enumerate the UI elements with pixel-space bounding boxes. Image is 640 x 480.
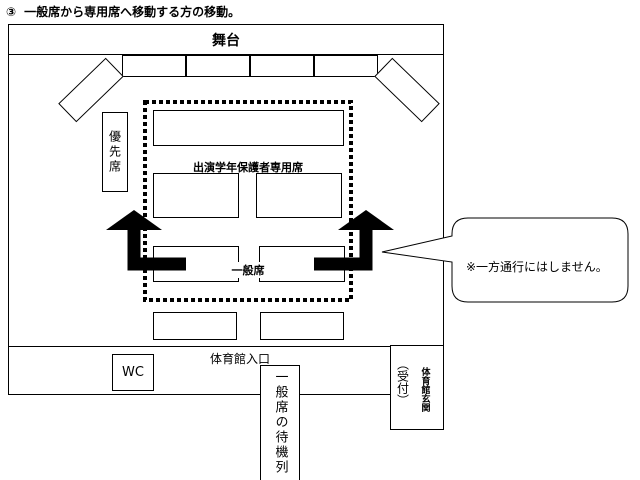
priority-seat: 優先席 xyxy=(102,112,128,192)
stage-front-block xyxy=(314,55,378,77)
stage-front-block xyxy=(186,55,250,77)
page-title: ③ 一般席から専用席へ移動する方の移動。 xyxy=(6,3,240,20)
stage-front-block xyxy=(250,55,314,77)
title-number: ③ xyxy=(6,5,17,19)
rear-seat-block xyxy=(260,312,344,340)
right-flow-arrow-shaft xyxy=(314,226,373,271)
callout-bubble xyxy=(381,217,629,303)
rear-seat-block xyxy=(153,312,237,340)
stage-label: 舞台 xyxy=(212,32,240,49)
reception-label: （受付） xyxy=(395,358,410,406)
general-queue: 一般席の待機列 xyxy=(260,365,300,480)
stage: 舞台 xyxy=(8,24,444,55)
callout-text: ※一方通行にはしません。 xyxy=(466,260,608,274)
general-seats-label: 一般席 xyxy=(218,262,278,278)
priority-seat-label: 優先席 xyxy=(107,129,122,175)
wc-label: WC xyxy=(122,365,144,380)
parent-seats-label: 出演学年保護者専用席 xyxy=(193,161,303,174)
rear-wall-line xyxy=(8,346,444,347)
stage-front-block xyxy=(122,55,186,77)
gym-hall-entrance xyxy=(390,345,444,430)
queue-label: 一般席の待機列 xyxy=(272,370,288,475)
gym-hall-label: 体育館玄関 xyxy=(419,366,430,412)
parent-seat-block-wide xyxy=(153,110,344,146)
left-flow-arrow-head xyxy=(106,210,162,230)
right-flow-arrow-head xyxy=(338,210,394,230)
reserved-zone-boundary xyxy=(143,100,353,302)
title-text: 一般席から専用席へ移動する方の移動。 xyxy=(24,5,241,19)
wc-room: WC xyxy=(112,354,154,391)
entrance-label: 体育館入口 xyxy=(210,352,271,366)
parent-seat-block xyxy=(153,173,239,218)
left-flow-arrow-shaft xyxy=(127,226,186,271)
parent-seat-block xyxy=(256,173,342,218)
